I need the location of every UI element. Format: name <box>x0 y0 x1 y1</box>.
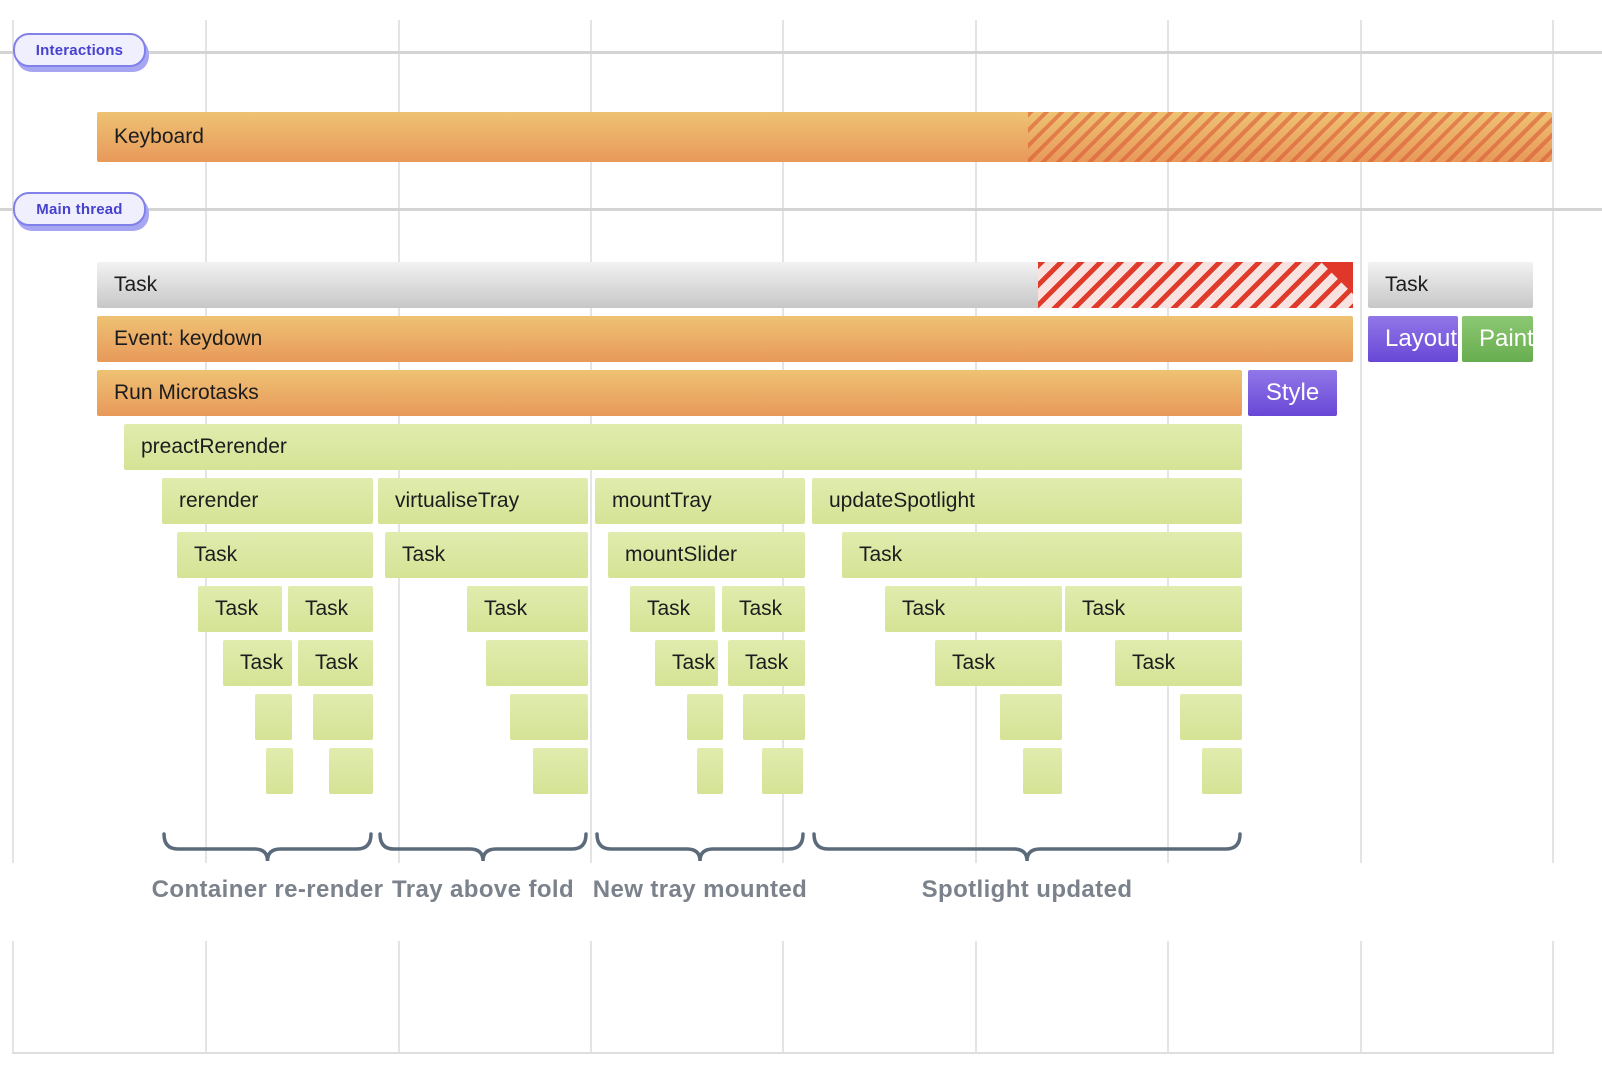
task-bar[interactable]: Task <box>385 532 588 578</box>
task-bar[interactable]: Task <box>722 586 805 632</box>
task-bar[interactable] <box>743 694 805 740</box>
annotation-label: Container re-render <box>151 876 384 903</box>
bar-label: Paint <box>1479 325 1534 352</box>
annotation-label: New tray mounted <box>592 876 808 903</box>
bar-label: Task <box>902 597 946 620</box>
bar-label: Task <box>952 651 996 674</box>
task-bar[interactable] <box>1023 748 1062 794</box>
task-bar[interactable]: Task <box>198 586 282 632</box>
task-bar[interactable] <box>1202 748 1242 794</box>
task-bar[interactable]: Task <box>842 532 1242 578</box>
annotation-brace <box>378 832 588 862</box>
task-bar[interactable]: Task <box>223 640 292 686</box>
bar-label: Task <box>647 597 691 620</box>
task-bar[interactable] <box>510 694 588 740</box>
bar-label: Task <box>305 597 349 620</box>
long-task-alert-triangle-icon <box>1321 262 1353 294</box>
annotation-brace <box>162 832 373 862</box>
task-bar[interactable] <box>762 748 803 794</box>
bar-label: Task <box>402 543 446 566</box>
task-bar[interactable] <box>266 748 293 794</box>
bar-label: Task <box>240 651 284 674</box>
bar-label: Task <box>215 597 259 620</box>
preactrerender-bar[interactable]: preactRerender <box>124 424 1242 470</box>
task-bar[interactable]: Task <box>288 586 373 632</box>
bar-label: virtualiseTray <box>395 489 520 512</box>
bar-label: Event: keydown <box>114 327 263 350</box>
main-thread-track-line <box>0 208 1602 211</box>
task-bar[interactable] <box>697 748 723 794</box>
task-bar[interactable] <box>255 694 292 740</box>
hatched-overrun-region <box>1038 262 1353 308</box>
bar-label: rerender <box>179 489 259 512</box>
bar-label: Task <box>1132 651 1176 674</box>
bar-label: mountTray <box>612 489 712 512</box>
bar-label: Task <box>672 651 716 674</box>
task-bar[interactable] <box>1180 694 1242 740</box>
task-bar[interactable]: Task <box>885 586 1062 632</box>
task-bar[interactable]: Task <box>630 586 715 632</box>
gridline <box>1360 20 1362 1052</box>
task-bar[interactable]: Task <box>935 640 1062 686</box>
task-bar[interactable] <box>687 694 723 740</box>
bar-label: Task <box>194 543 238 566</box>
task-bar[interactable]: Task <box>467 586 588 632</box>
bar-label: Task <box>739 597 783 620</box>
bar-label: mountSlider <box>625 543 738 566</box>
task-bar[interactable]: Task <box>1368 262 1533 308</box>
task-bar[interactable]: Task <box>298 640 373 686</box>
interactions-track-pill[interactable]: Interactions <box>13 33 146 67</box>
bar-label: Task <box>1385 273 1429 296</box>
annotation-brace <box>812 832 1242 862</box>
annotation-label: Tray above fold <box>391 876 575 903</box>
annotation-brace <box>595 832 805 862</box>
interactions-track-label: Interactions <box>35 41 124 59</box>
bar-label: preactRerender <box>141 435 287 458</box>
annotation-band <box>0 863 1602 941</box>
style-bar[interactable]: Style <box>1248 370 1337 416</box>
annotation-label: Spotlight updated <box>921 876 1133 903</box>
task-bar[interactable] <box>1000 694 1062 740</box>
task-bar[interactable]: Task <box>97 262 1353 308</box>
task-bar[interactable] <box>329 748 373 794</box>
mounttray-bar[interactable]: mountTray <box>595 478 805 524</box>
main-thread-track-pill[interactable]: Main thread <box>13 192 146 226</box>
event-keydown-bar[interactable]: Event: keydown <box>97 316 1353 362</box>
keyboard-bar[interactable]: Keyboard <box>97 112 1552 162</box>
virtualisetray-bar[interactable]: virtualiseTray <box>378 478 588 524</box>
gridline <box>590 20 592 1052</box>
task-bar[interactable]: Task <box>728 640 805 686</box>
task-bar[interactable]: Task <box>1065 586 1242 632</box>
bar-label: Task <box>745 651 789 674</box>
task-bar[interactable]: Task <box>177 532 373 578</box>
task-bar[interactable] <box>533 748 588 794</box>
task-bar[interactable] <box>313 694 373 740</box>
gridline <box>1552 20 1554 1052</box>
task-bar[interactable] <box>486 640 588 686</box>
hatched-overrun-region <box>1028 112 1552 162</box>
grid-bottom-line <box>12 1052 1554 1054</box>
layout-bar[interactable]: Layout <box>1368 316 1458 362</box>
bar-label: Task <box>315 651 359 674</box>
bar-label: Task <box>484 597 528 620</box>
bar-label: Style <box>1265 379 1320 406</box>
run-microtasks-bar[interactable]: Run Microtasks <box>97 370 1242 416</box>
bar-label: Layout <box>1385 325 1458 352</box>
task-bar[interactable]: Task <box>655 640 718 686</box>
rerender-bar[interactable]: rerender <box>162 478 373 524</box>
interactions-track-line <box>0 51 1602 54</box>
mountslider-bar[interactable]: mountSlider <box>608 532 805 578</box>
bar-label: updateSpotlight <box>829 489 975 512</box>
bar-label: Keyboard <box>114 125 204 148</box>
bar-label: Task <box>1082 597 1126 620</box>
gridline <box>12 20 14 1052</box>
bar-label: Task <box>859 543 903 566</box>
paint-bar[interactable]: Paint <box>1462 316 1534 362</box>
bar-label: Run Microtasks <box>114 381 259 404</box>
updatespotlight-bar[interactable]: updateSpotlight <box>812 478 1242 524</box>
bar-label: Task <box>114 273 158 296</box>
main-thread-track-label: Main thread <box>36 200 123 218</box>
task-bar[interactable]: Task <box>1115 640 1242 686</box>
